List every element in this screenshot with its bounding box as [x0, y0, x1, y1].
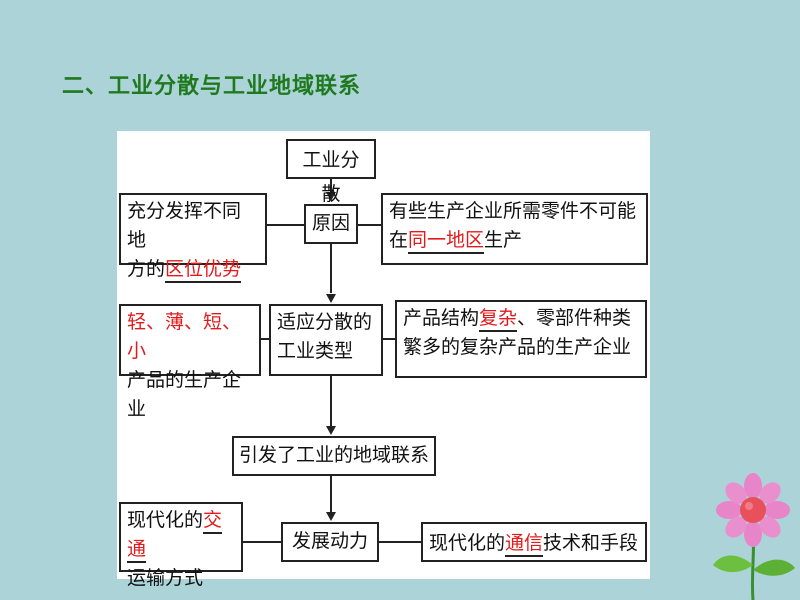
node-reason: 原因	[304, 204, 358, 244]
connector	[330, 375, 332, 427]
node-line: 充分发挥不同地	[127, 200, 242, 251]
highlight-text: 交通	[127, 509, 223, 563]
node-industrial-dispersion: 工业分散	[286, 139, 376, 205]
page-title: 二、工业分散与工业地域联系	[62, 74, 362, 99]
node-line: 现代化的交通	[127, 506, 235, 564]
flower-decoration-icon	[713, 473, 795, 600]
arrow	[326, 192, 336, 201]
highlight-text: 轻、薄、短、小	[127, 311, 242, 362]
node-types: 适应分散的 工业类型	[269, 304, 383, 376]
connector	[356, 224, 382, 226]
arrow	[326, 294, 336, 303]
connector	[266, 224, 304, 226]
node-left-reason: 充分发挥不同地 方的区位优势	[119, 193, 267, 283]
highlight-text: 同一地区	[408, 229, 485, 254]
highlight-text: 复杂	[479, 307, 518, 332]
node-label: 发展动力	[291, 530, 368, 552]
node-line: 工业类型	[277, 340, 354, 362]
node-line: 方的区位优势	[127, 255, 259, 284]
node-line: 繁多的复杂产品的生产企业	[403, 336, 632, 358]
highlight-text: 区位优势	[165, 258, 242, 283]
node-label: 原因	[311, 212, 350, 234]
highlight-text: 通信	[505, 532, 544, 557]
node-driver: 发展动力	[281, 522, 379, 562]
connector	[330, 178, 332, 194]
node-line: 运输方式	[127, 567, 204, 589]
connector	[382, 338, 396, 340]
node-label: 工业分散	[302, 149, 360, 205]
node-line: 适应分散的	[277, 311, 373, 333]
node-left-types: 轻、薄、短、小 产品的生产企业	[119, 304, 261, 420]
node-right-types: 产品结构复杂、零部件种类 繁多的复杂产品的生产企业	[395, 300, 647, 378]
node-line: 产品的生产企业	[127, 369, 242, 420]
node-line: 有些生产企业所需零件不可能	[389, 200, 637, 222]
node-links: 引发了工业的地域联系	[232, 436, 436, 476]
node-left-driver: 现代化的交通 运输方式	[119, 502, 243, 589]
node-line: 在同一地区生产	[389, 226, 640, 255]
arrow	[326, 512, 336, 521]
connector	[330, 243, 332, 293]
connector	[242, 541, 282, 543]
node-line: 产品结构复杂、零部件种类	[403, 304, 639, 333]
node-label: 引发了工业的地域联系	[238, 444, 429, 466]
node-right-driver: 现代化的通信技术和手段	[421, 522, 647, 562]
connector	[260, 338, 270, 340]
connector	[378, 541, 422, 543]
node-right-reason: 有些生产企业所需零件不可能 在同一地区生产	[381, 193, 648, 265]
arrow	[326, 426, 336, 435]
connector	[330, 475, 332, 513]
